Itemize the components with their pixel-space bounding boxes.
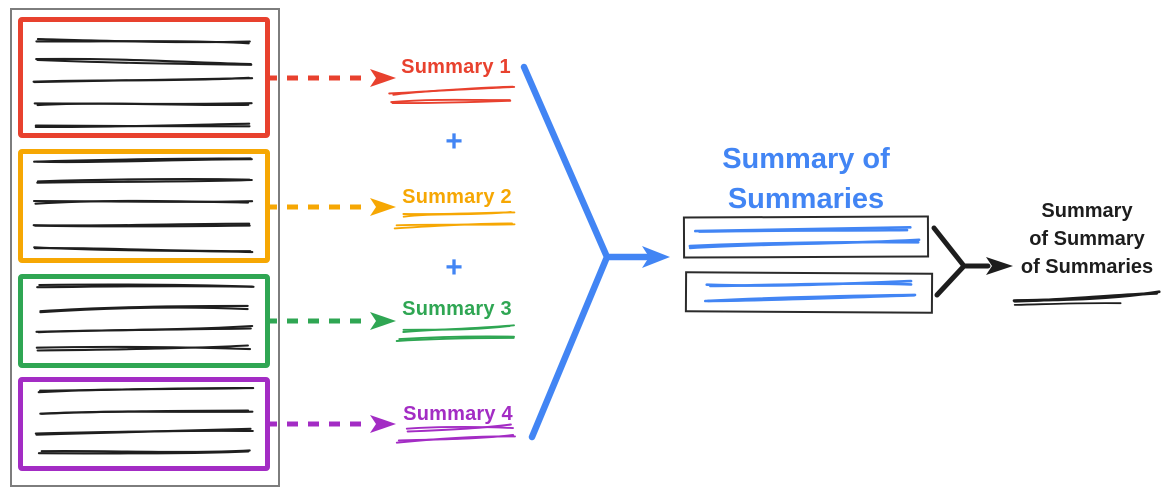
summary-2-label: Summary 2: [402, 186, 512, 208]
summary-4-scribble: [395, 423, 516, 444]
summary-of-summaries-title-line2: Summaries: [727, 183, 885, 215]
summary-of-summaries-title-line1: Summary of: [722, 143, 890, 175]
plus-operator-1: +: [445, 125, 463, 158]
document-box-3: [18, 274, 270, 368]
document-box-1: [18, 17, 270, 138]
summary-2-scribble: [393, 211, 516, 230]
summary-of-summaries-box-2: [684, 271, 934, 314]
summary-4-label: Summary 4: [403, 403, 513, 425]
merge-arrow-black: [931, 225, 1013, 298]
dashed-arrow-red: [266, 69, 396, 87]
summary-of-summaries-title: Summary of Summaries: [688, 139, 924, 219]
final-summary-title-line2: of Summary: [1029, 228, 1145, 250]
arrowhead-icon: [370, 415, 396, 433]
summary-3-scribble: [395, 324, 515, 342]
dashed-arrow-green: [266, 312, 396, 330]
arrowhead-icon: [370, 69, 396, 87]
document-box-4: [18, 377, 270, 471]
summary-of-summaries-box-1: [682, 215, 930, 259]
arrowhead-icon: [370, 312, 396, 330]
summary-3-label: Summary 3: [402, 298, 512, 320]
final-summary-title-line3: of Summaries: [1020, 256, 1154, 278]
arrowhead-icon: [370, 198, 396, 216]
plus-operator-2: +: [445, 251, 463, 284]
merge-arrow-blue: [520, 63, 670, 441]
final-summary-title: Summary of Summary of Summaries: [1004, 197, 1170, 281]
final-summary-scribble: [1012, 290, 1161, 306]
arrowhead-icon: [642, 246, 670, 268]
summary-1-label: Summary 1: [401, 56, 511, 78]
document-box-2: [18, 149, 270, 263]
source-documents-panel: [10, 8, 280, 487]
summary-1-scribble: [388, 85, 516, 105]
dashed-arrow-purple: [266, 415, 396, 433]
dashed-arrow-orange: [266, 198, 396, 216]
final-summary-title-line1: Summary: [1041, 200, 1133, 222]
